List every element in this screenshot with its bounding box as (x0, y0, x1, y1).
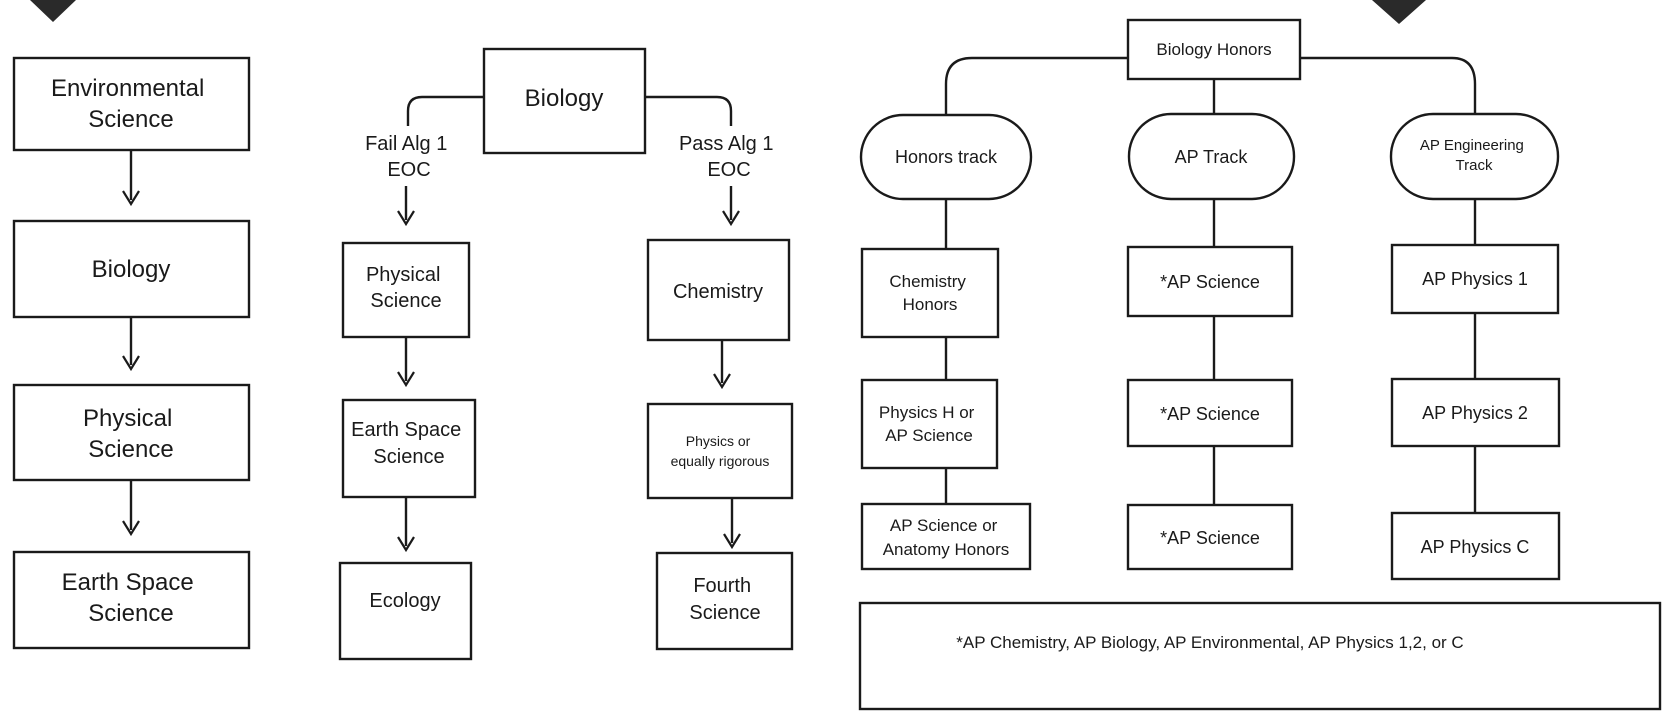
ap-track-label: AP Track (1175, 147, 1249, 167)
ap-science-box-3 (1126, 503, 1294, 571)
fourth-science-box (655, 551, 794, 651)
down-arrow (397, 210, 415, 227)
chemistry-honors-label: Chemistry Honors (889, 272, 970, 314)
algebra-eoc-pathway: Biology Fail Alg 1 EOC Pass Alg 1 EOC Ph… (338, 47, 794, 661)
ap-physics-c-box (1390, 511, 1561, 581)
chemistry-honors-box (860, 247, 1000, 339)
ap-track-header (1127, 112, 1296, 201)
ap-physics-2-box (1390, 377, 1561, 448)
fail-branch-connector (406, 95, 484, 126)
ap-physics-c-label: AP Physics C (1421, 537, 1530, 557)
biology-label: Biology (92, 256, 171, 283)
left-corner-arrow-decoration (30, 0, 76, 22)
earth-space-science-label: Earth Space Science (62, 569, 201, 627)
pass-branch-connector (645, 95, 733, 126)
biology-honors-pathway: Biology Honors Honors track Chemistry Ho… (858, 18, 1662, 711)
down-arrow (713, 373, 731, 390)
earth-space-science-box (12, 550, 251, 650)
ap-science-box-1 (1126, 245, 1294, 318)
ap-science-or-anatomy-box (860, 502, 1032, 571)
physical-science-label: Physical Science (83, 405, 179, 463)
chemistry-box (646, 238, 791, 342)
fail-alg1-eoc-label: Fail Alg 1 EOC (365, 133, 453, 181)
footnote-box (858, 601, 1662, 711)
pass-alg1-eoc-label: Pass Alg 1 EOC (679, 133, 779, 181)
ap-science-or-anatomy-label: AP Science or Anatomy Honors (883, 516, 1010, 559)
down-arrow (122, 190, 140, 207)
fail-earth-space-science-label: Earth Space Science (351, 419, 467, 468)
ap-science-label-1: *AP Science (1160, 272, 1260, 292)
fourth-science-label: Fourth Science (689, 575, 760, 624)
right-corner-arrow-decoration (1372, 0, 1426, 24)
down-arrow (723, 533, 741, 550)
ap-science-box-2 (1126, 378, 1294, 448)
environmental-science-box (12, 56, 251, 152)
middle-biology-label: Biology (525, 85, 604, 112)
fail-physical-science-box (341, 241, 471, 339)
footnote-text: *AP Chemistry, AP Biology, AP Environmen… (956, 633, 1463, 652)
down-arrow (397, 371, 415, 388)
middle-biology-box (482, 47, 647, 155)
honors-track-label: Honors track (895, 147, 998, 167)
physical-science-box (12, 383, 251, 482)
ecology-box (338, 561, 473, 661)
ecology-label: Ecology (369, 590, 440, 612)
chemistry-label: Chemistry (673, 281, 763, 303)
down-arrow (122, 520, 140, 537)
fail-physical-science-label: Physical Science (366, 264, 446, 312)
physics-h-or-ap-label: Physics H or AP Science (879, 403, 979, 445)
environmental-science-label: Environmental Science (51, 75, 211, 133)
biology-honors-box (1126, 18, 1302, 81)
honors-branch-connector (944, 56, 1128, 115)
ap-physics-2-label: AP Physics 2 (1422, 403, 1528, 423)
physics-label: Physics or equally rigorous (671, 433, 770, 469)
physics-h-or-ap-box (860, 378, 999, 470)
fail-earth-space-science-box (341, 398, 477, 499)
ap-science-label-3: *AP Science (1160, 528, 1260, 548)
ap-science-label-2: *AP Science (1160, 404, 1260, 424)
ap-physics-1-label: AP Physics 1 (1422, 269, 1528, 289)
biology-box (12, 219, 251, 319)
standard-pathway-column: Environmental Science Biology Physical S… (12, 56, 251, 650)
ap-engineering-track-label: AP Engineering Track (1420, 137, 1528, 174)
down-arrow (122, 355, 140, 372)
biology-honors-label: Biology Honors (1156, 40, 1271, 59)
physics-box (646, 402, 794, 500)
down-arrow (722, 210, 740, 227)
down-arrow (397, 536, 415, 553)
engineering-branch-connector (1300, 56, 1477, 115)
